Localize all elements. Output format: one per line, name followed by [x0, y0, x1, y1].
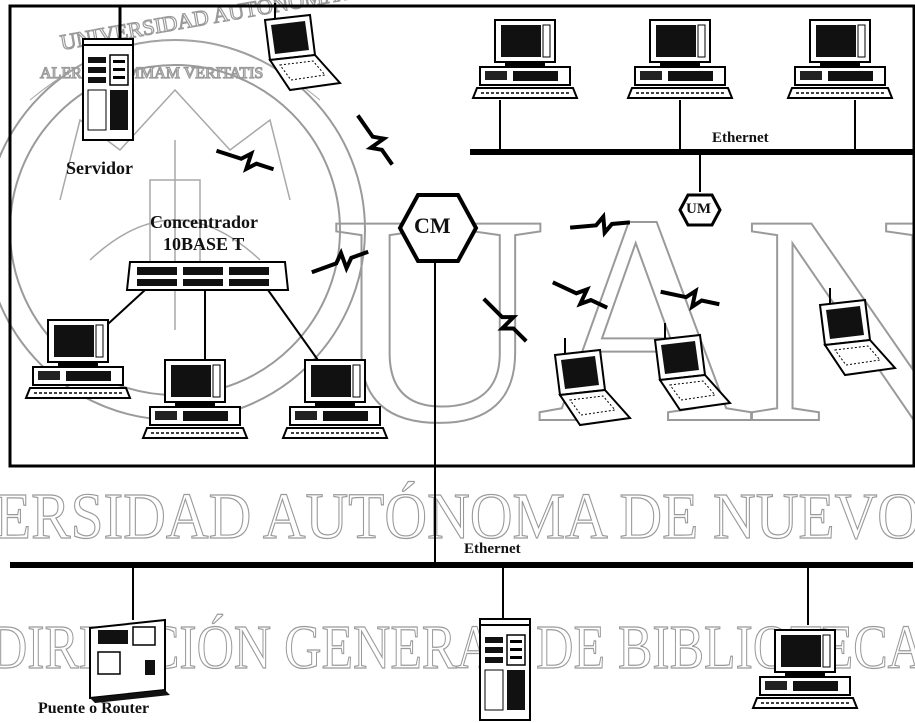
- concentrador-type-label: 10BASE T: [163, 234, 245, 254]
- desktop-computer-icon: [472, 19, 578, 99]
- wireless-link-icon: [211, 141, 279, 179]
- desktop-computer-icon: [627, 19, 733, 99]
- wireless-zone-frame: [8, 4, 915, 468]
- concentrador-label: Concentrador: [150, 212, 258, 232]
- server-tower-icon: [82, 38, 134, 141]
- desktop-computer-icon: [787, 19, 893, 99]
- desktop-computer-icon: [142, 359, 248, 439]
- router-box-icon: [89, 618, 170, 703]
- ethernet-top-label: Ethernet: [712, 130, 769, 146]
- ethernet-bottom-label: Ethernet: [464, 541, 521, 557]
- um-label: UM: [686, 201, 711, 217]
- hub-icon: [125, 261, 290, 291]
- seal-text: ALERE FLAMMAM VERITATIS: [40, 65, 263, 82]
- watermark-line-1: ERSIDAD AUTÓNOMA DE NUEVO: [0, 480, 915, 553]
- servidor-label: Servidor: [66, 158, 133, 178]
- cm-label: CM: [414, 213, 451, 238]
- desktop-computer-icon: [25, 319, 131, 399]
- puente-router-label: Puente o Router: [38, 700, 150, 717]
- server-tower-icon: [479, 618, 531, 721]
- um-node-icon: [678, 193, 722, 227]
- watermark: ALERE FLAMMAM VERITATIS UNIVERSIDAD AUTO…: [0, 0, 915, 683]
- cm-node-icon: [397, 193, 479, 263]
